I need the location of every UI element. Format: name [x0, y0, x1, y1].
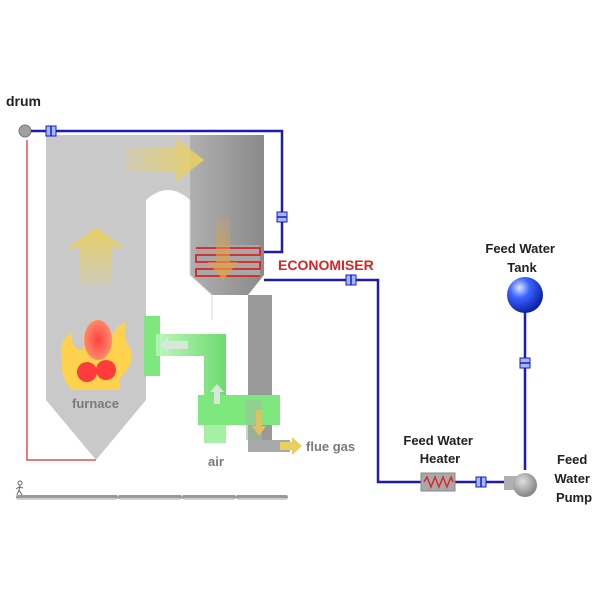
flue-arrow-down-small — [252, 410, 266, 436]
gas-flow-arrow-right — [124, 138, 204, 182]
valve-icon — [276, 211, 288, 223]
valve-icon — [519, 357, 531, 369]
valve-icon — [45, 125, 57, 137]
feed-water-heater-label: Feed Water Heater — [403, 433, 476, 466]
flue-duct-out — [248, 440, 290, 452]
flue-gas-label: flue gas — [306, 439, 355, 454]
valve-icon — [345, 274, 357, 286]
feed-water-tank-label: Feed Water Tank — [485, 241, 558, 275]
air-flow-arrow-left — [160, 337, 188, 353]
feed-water-pump-label: Feed Water Pump — [554, 452, 593, 505]
gas-flow-arrow-up — [66, 228, 126, 286]
air-flow-arrow-up — [210, 384, 224, 404]
flame-icon — [61, 318, 132, 390]
economiser-label: ECONOMISER — [278, 257, 374, 273]
valve-icon — [475, 476, 487, 488]
drum-icon — [18, 124, 32, 138]
feed-water-pump — [504, 473, 537, 497]
person-icon — [15, 480, 24, 496]
air-label: air — [208, 454, 224, 469]
ground-line — [16, 495, 288, 500]
drum-label: drum — [6, 93, 41, 109]
feed-water-pipe — [31, 129, 527, 484]
furnace-label: furnace — [72, 396, 119, 411]
flue-gas-arrow — [280, 437, 302, 455]
feed-water-heater — [420, 472, 456, 492]
downcomer-line — [26, 140, 96, 461]
feed-water-tank — [507, 277, 543, 313]
flue-down-arrow — [208, 218, 238, 280]
